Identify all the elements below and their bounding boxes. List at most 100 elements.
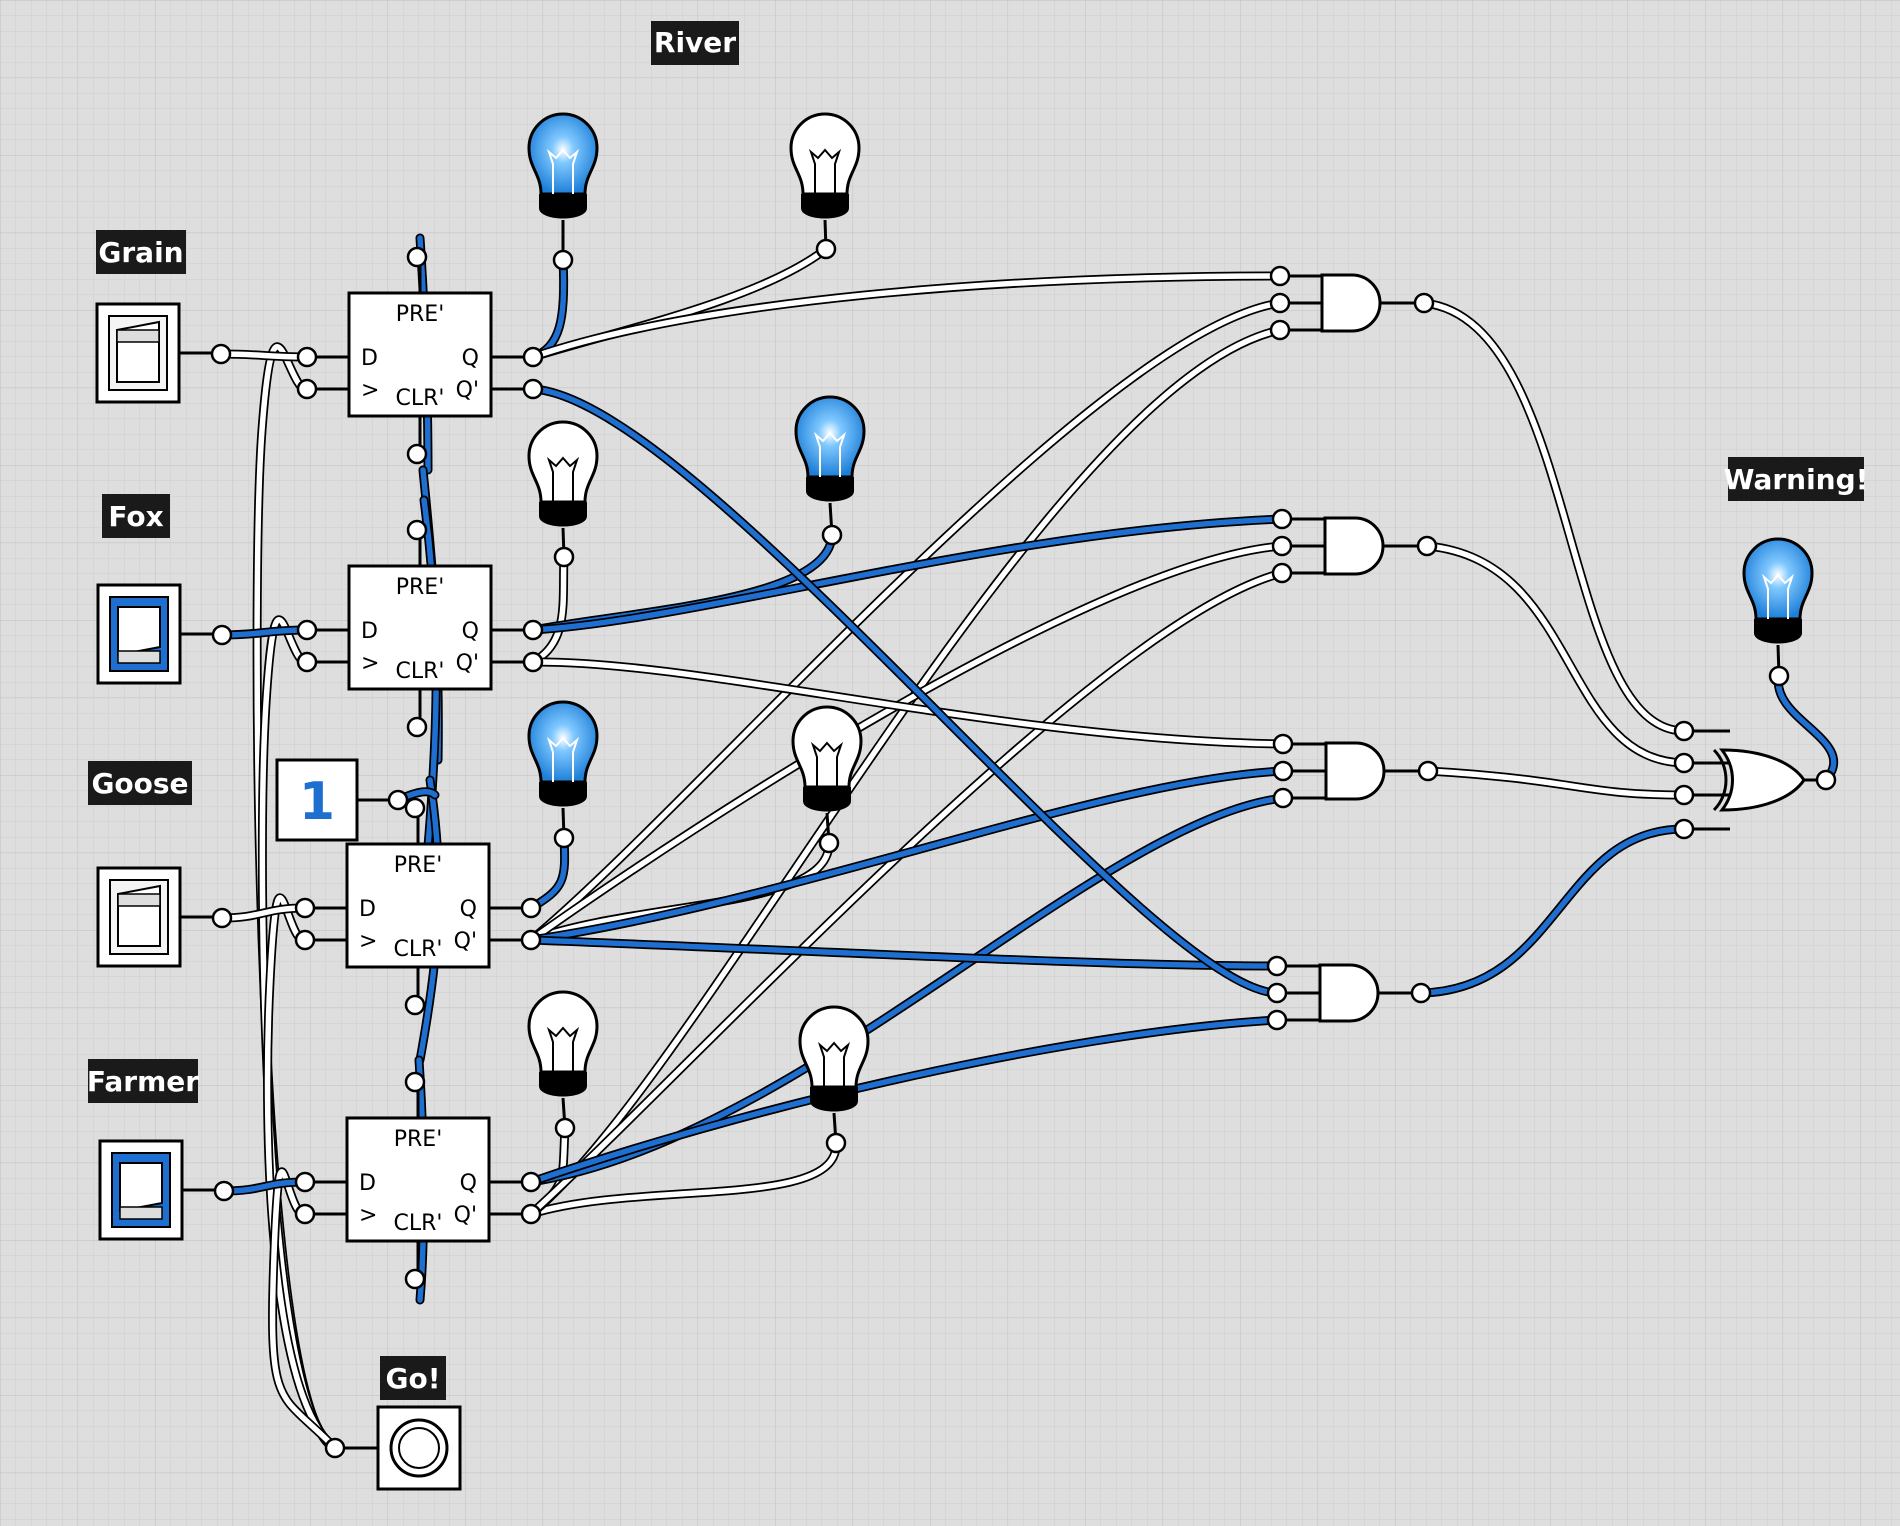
go-button-output-pin[interactable]: [324, 1437, 346, 1459]
warning-or-gate-input-pin-2[interactable]: [1673, 752, 1695, 774]
and-gate-2-input-pin-1[interactable]: [1271, 508, 1293, 530]
label-goose-bg: [88, 761, 192, 805]
flipflop-farmer-q-pin[interactable]: [520, 1171, 542, 1193]
and-gate-1-output-pin[interactable]: [1413, 292, 1435, 314]
wire-d-grain-core: [218, 351, 310, 360]
and-gate-2-input-pin-3[interactable]: [1271, 562, 1293, 584]
flipflop-goose-clr-pin[interactable]: [404, 994, 426, 1016]
switch-farmer-output-pin[interactable]: [213, 1180, 235, 1202]
flipflop-fox-q-pin[interactable]: [522, 619, 544, 641]
warning-or-gate-output-pin[interactable]: [1815, 769, 1837, 791]
switch-fox-output-pin[interactable]: [211, 624, 233, 646]
and-gate-1-input-pin-3[interactable]: [1269, 319, 1291, 341]
flipflop-goose-clr-label: CLR': [394, 937, 443, 962]
switch-fox-lever-edge: [117, 650, 161, 664]
flipflop-grain-pre-pin[interactable]: [406, 246, 428, 268]
constant-one-output-pin[interactable]: [387, 789, 409, 811]
and-gate-3-input-pin-1[interactable]: [1272, 733, 1294, 755]
and-gate-3-output-pin[interactable]: [1417, 760, 1439, 782]
flipflop-goose-d-label: D: [359, 897, 376, 922]
and-gate-4-output-pin[interactable]: [1410, 982, 1432, 1004]
flipflop-fox-clr-pin[interactable]: [406, 716, 428, 738]
flipflop-fox-qn-label: Q': [456, 651, 479, 676]
wire-and4-in2-core: [530, 386, 1280, 996]
warning-or-gate-input-pin-1[interactable]: [1673, 720, 1695, 742]
label-grain-bg: [96, 230, 186, 274]
and-gate-4-input-pin-3[interactable]: [1266, 1009, 1288, 1031]
and-gate-1-input-pin-2[interactable]: [1269, 292, 1291, 314]
flipflop-farmer-pre-pin[interactable]: [404, 1071, 426, 1093]
flipflop-farmer[interactable]: PRE'CLR'D>QQ': [345, 1116, 491, 1243]
wire-bulb-river-near-goose-core: [528, 835, 568, 911]
flipflop-fox-pre-pin[interactable]: [406, 519, 428, 541]
and-gate-4-input-pin-1[interactable]: [1266, 955, 1288, 977]
flipflop-grain-q-pin[interactable]: [522, 346, 544, 368]
label-goose: Goose: [88, 761, 192, 805]
bulb-river-near-grain-glass: [527, 112, 599, 196]
flipflop-goose-clk-label: >: [359, 929, 377, 954]
bulb-warning-input-pin[interactable]: [1768, 665, 1790, 687]
flipflop-farmer-d-pin[interactable]: [294, 1171, 316, 1193]
bulb-river-near-grain-input-pin[interactable]: [552, 249, 574, 271]
bulb-river-far-fox-icon: [794, 395, 866, 502]
flipflop-grain-clr-pin[interactable]: [406, 443, 428, 465]
wire-and4-in2: [528, 384, 1282, 998]
bulb-river-near-farmer-input-pin[interactable]: [554, 1117, 576, 1139]
bulb-river-far-goose-input-pin[interactable]: [818, 832, 840, 854]
wire-and3-in1: [528, 657, 1288, 749]
flipflop-grain-clk-pin[interactable]: [296, 378, 318, 400]
go-button[interactable]: [376, 1405, 462, 1491]
flipflop-grain-pre-label: PRE': [396, 302, 445, 327]
flipflop-grain[interactable]: PRE'CLR'D>QQ': [347, 291, 493, 418]
flipflop-goose[interactable]: PRE'CLR'D>QQ': [345, 842, 491, 969]
flipflop-fox[interactable]: PRE'CLR'D>QQ': [347, 564, 493, 691]
flipflop-goose-body[interactable]: [345, 842, 491, 969]
bulb-river-near-goose-input-pin[interactable]: [553, 827, 575, 849]
and-gate-4-input-pin-2[interactable]: [1266, 982, 1288, 1004]
switch-grain-output-pin[interactable]: [210, 343, 232, 365]
flipflop-goose-pre-pin[interactable]: [404, 797, 426, 819]
and-gate-3-input-pin-3[interactable]: [1272, 787, 1294, 809]
switch-goose[interactable]: [96, 866, 182, 968]
wire-d-goose-core: [219, 905, 308, 921]
bulb-river-near-fox-icon: [527, 420, 599, 527]
warning-or-gate-input-pin-4[interactable]: [1673, 818, 1695, 840]
flipflop-fox-qn-pin[interactable]: [522, 651, 544, 673]
bulb-river-far-farmer-input-pin[interactable]: [825, 1132, 847, 1154]
bulb-river-far-grain-glass: [789, 112, 861, 196]
flipflop-fox-d-pin[interactable]: [296, 619, 318, 641]
wire-or-in1-core: [1421, 300, 1687, 734]
and-gate-2-input-pin-2[interactable]: [1271, 535, 1293, 557]
flipflop-goose-qn-pin[interactable]: [520, 929, 542, 951]
flipflop-goose-clk-pin[interactable]: [294, 929, 316, 951]
flipflop-grain-d-pin[interactable]: [296, 346, 318, 368]
bulb-river-near-goose-glass: [527, 700, 599, 784]
flipflop-farmer-clr-pin[interactable]: [404, 1268, 426, 1290]
wire-and3-in2: [526, 766, 1288, 945]
bulb-warning-glass: [1742, 537, 1814, 621]
flipflop-farmer-qn-pin[interactable]: [520, 1203, 542, 1225]
switch-farmer[interactable]: [98, 1139, 184, 1241]
flipflop-fox-clk-pin[interactable]: [296, 651, 318, 673]
flipflop-grain-qn-pin[interactable]: [522, 378, 544, 400]
bulb-river-far-fox-input-pin[interactable]: [821, 524, 843, 546]
warning-or-gate: [1712, 748, 1806, 812]
switch-farmer-lever: [119, 1162, 163, 1213]
flipflop-farmer-clk-pin[interactable]: [294, 1203, 316, 1225]
bulb-river-far-grain-input-pin[interactable]: [815, 238, 837, 260]
wire-or-in4: [1416, 824, 1689, 998]
flipflop-goose-d-pin[interactable]: [294, 897, 316, 919]
bulb-river-near-grain-base: [539, 194, 587, 219]
and-gate-1-input-pin-1[interactable]: [1269, 265, 1291, 287]
flipflop-goose-q-pin[interactable]: [520, 897, 542, 919]
and-gate-3-input-pin-2[interactable]: [1272, 760, 1294, 782]
switch-fox[interactable]: [96, 583, 182, 685]
go-button-center[interactable]: [398, 1427, 440, 1469]
switch-grain[interactable]: [95, 302, 181, 404]
warning-or-gate-input-pin-3[interactable]: [1673, 784, 1695, 806]
switch-goose-output-pin[interactable]: [211, 907, 233, 929]
and-gate-2-output-pin[interactable]: [1416, 535, 1438, 557]
bulb-river-near-fox-input-pin[interactable]: [553, 546, 575, 568]
wire-and2-in1: [528, 514, 1287, 635]
